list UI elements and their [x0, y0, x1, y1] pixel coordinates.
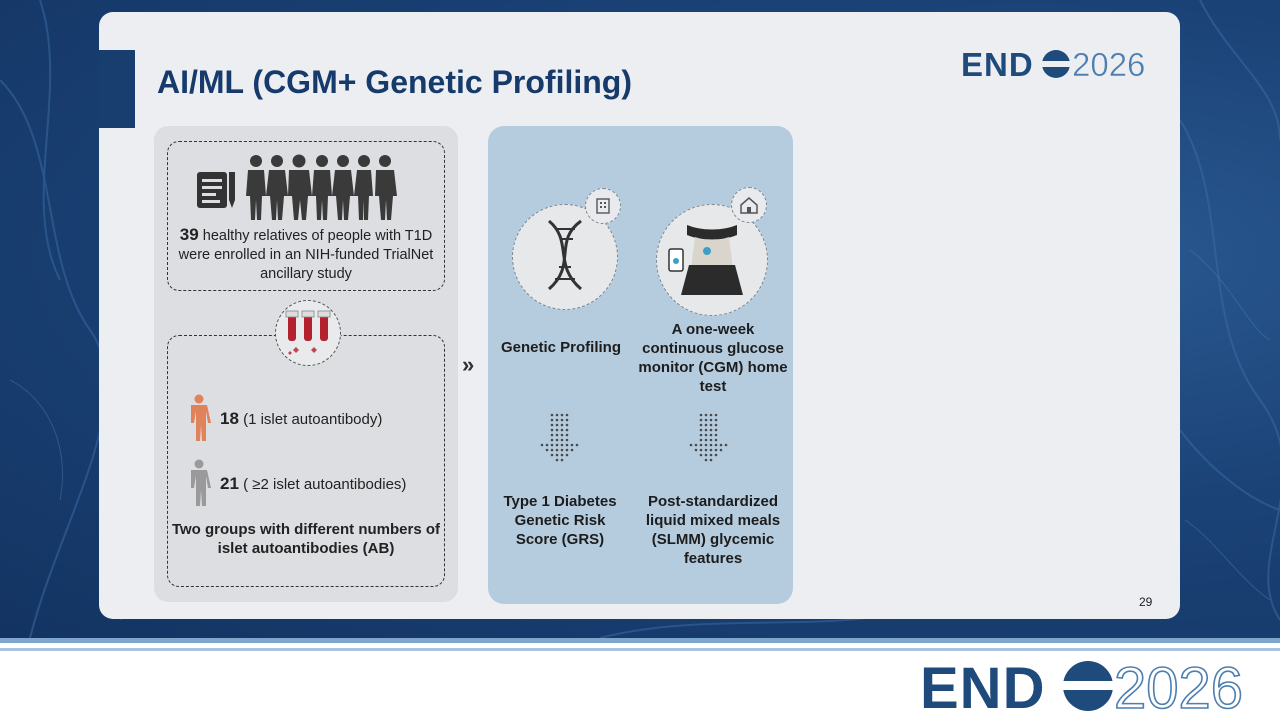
group-2-count: 21 — [220, 474, 239, 493]
cgm-person-icon — [668, 225, 743, 295]
methods-panel: Genetic Profiling A one-week continuous … — [488, 126, 793, 604]
cgm-test-label: A one-week continuous glucose monitor (C… — [638, 321, 788, 395]
footer-stripe — [0, 643, 1280, 648]
blood-tube-icon — [275, 300, 341, 366]
home-icon-badge — [731, 187, 767, 223]
people-group-icon — [246, 154, 397, 220]
building-icon-badge — [585, 188, 621, 224]
arrow-down-icon — [689, 413, 728, 462]
slide-card: AI/ML (CGM+ Genetic Profiling) END 2026 … — [99, 12, 1180, 619]
page-number: 29 — [1139, 595, 1153, 609]
groups-box: 18 (1 islet autoantibody) 21 ( ≥2 islet … — [167, 335, 445, 587]
group-1-description: (1 islet autoantibody) — [243, 411, 383, 428]
home-icon — [740, 197, 758, 214]
svg-text:END: END — [920, 656, 1045, 716]
dna-icon — [547, 219, 582, 291]
genetic-profiling-label: Genetic Profiling — [500, 339, 621, 356]
enrolled-count: 39 — [179, 225, 199, 244]
footer-stripe — [0, 648, 1280, 651]
slide-title: AI/ML (CGM+ Genetic Profiling) — [157, 64, 632, 100]
enrollment-box: 39 healthy relatives of people with T1D … — [167, 141, 445, 291]
person-gray-icon — [191, 459, 211, 506]
arrow-down-icon — [540, 413, 579, 462]
group-1-count: 18 — [220, 409, 239, 428]
group-2-description: ( ≥2 islet autoantibodies) — [243, 476, 407, 493]
participants-panel: 39 healthy relatives of people with T1D … — [154, 126, 458, 602]
building-icon — [596, 198, 610, 214]
footer-stripe — [0, 638, 1280, 643]
groups-caption: Two groups with different numbers of isl… — [171, 521, 441, 557]
title-accent-bar — [99, 50, 135, 128]
svg-text:2026: 2026 — [1072, 46, 1145, 82]
grs-label: Type 1 Diabetes Genetic Risk Score (GRS) — [503, 493, 617, 548]
enrolled-description: healthy relatives of people with T1D wer… — [178, 228, 434, 282]
enrollment-text: 39 healthy relatives of people with T1D … — [168, 225, 444, 284]
slmm-label: Post-standardized liquid mixed meals (SL… — [645, 493, 781, 567]
svg-text:END: END — [961, 46, 1034, 82]
chevron-right-icon: » — [462, 352, 475, 377]
svg-text:2026: 2026 — [1114, 656, 1243, 716]
endo-logo-footer: END 2026 — [920, 655, 1270, 721]
person-orange-icon — [191, 394, 211, 441]
endo-logo-small: END 2026 — [961, 46, 1161, 87]
document-icon — [197, 172, 235, 208]
